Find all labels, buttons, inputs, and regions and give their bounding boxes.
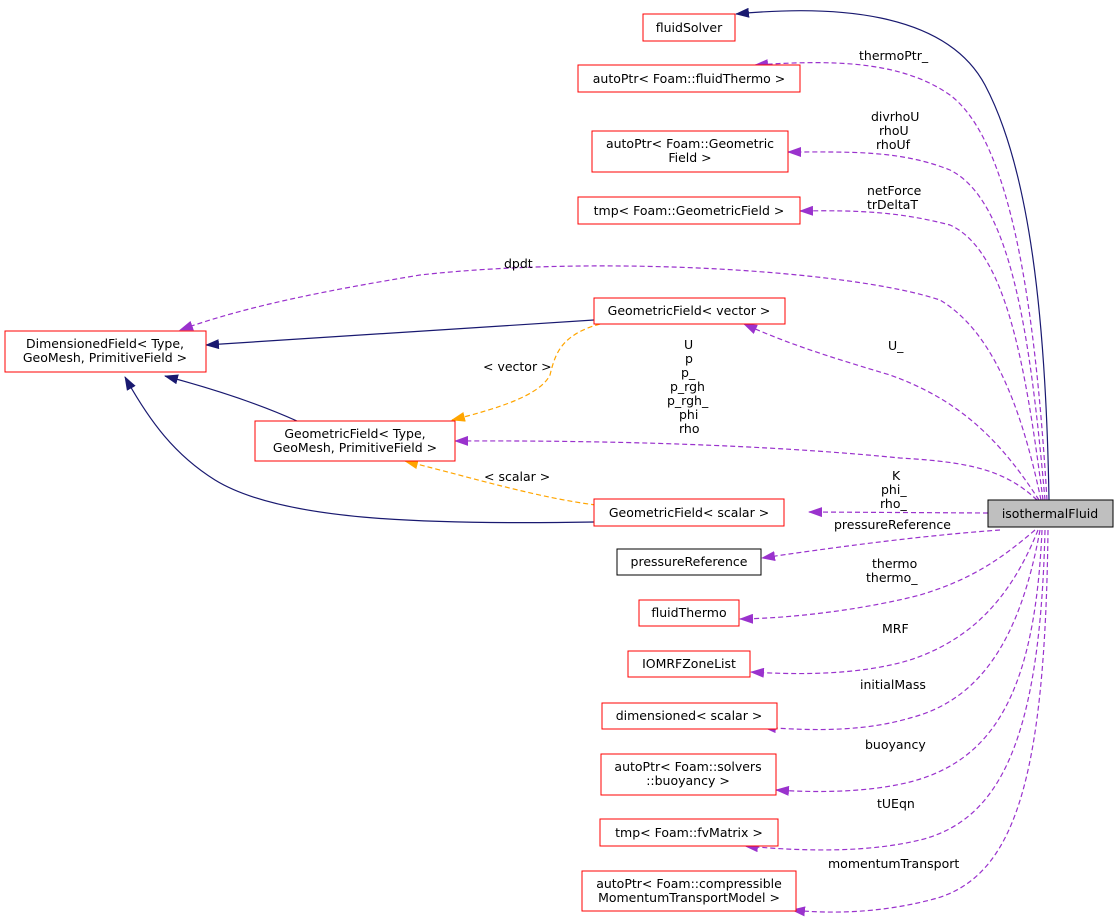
node-autoPtr-buoyancy[interactable]: autoPtr< Foam::solvers ::buoyancy > — [600, 753, 777, 796]
label-thermo_: thermo_ — [866, 570, 918, 585]
edge-usage-initialMass — [762, 529, 1041, 734]
node-isothermalFluid[interactable]: isothermalFluid — [987, 499, 1114, 528]
edge-usage-scalar — [808, 507, 989, 518]
node-geometricField-scalar-label: GeometricField< scalar > — [609, 505, 769, 520]
label-p: p — [685, 351, 693, 366]
node-geometricField-vector[interactable]: GeometricField< vector > — [593, 297, 786, 325]
node-fluidThermo[interactable]: fluidThermo — [638, 599, 740, 627]
edge-inherit-vector-dimensioned — [205, 319, 595, 350]
label-phi_: phi_ — [881, 482, 907, 497]
edge-usage-thermoPtr — [754, 59, 1048, 501]
node-pressureReference-label: pressureReference — [631, 554, 748, 569]
node-fluidThermo-label: fluidThermo — [651, 605, 726, 620]
node-autoPtr-momentum-label-2: MomentumTransportModel > — [598, 890, 780, 905]
node-tmp-geometricField-label: tmp< Foam::GeometricField > — [594, 203, 785, 218]
edge-labels: thermoPtr_ divrhoU rhoU rhoUf netForce t… — [483, 48, 959, 871]
edge-usage-U_ — [743, 323, 1040, 501]
label-netForce: netForce — [867, 183, 922, 198]
node-autoPtr-geometric-label-2: Field > — [668, 150, 711, 165]
node-dimensionedScalar[interactable]: dimensioned< scalar > — [601, 702, 778, 730]
edge-usage-buoyancy — [775, 529, 1043, 796]
label-scalar-tmpl: < scalar > — [484, 469, 550, 484]
edge-usage-divrhoU — [787, 146, 1046, 501]
node-dimensionedScalar-label: dimensioned< scalar > — [616, 708, 763, 723]
node-isothermalFluid-label: isothermalFluid — [1002, 506, 1098, 521]
node-dimensionedField[interactable]: DimensionedField< Type, GeoMesh, Primiti… — [4, 330, 207, 373]
node-autoPtr-buoyancy-label-2: ::buoyancy > — [646, 773, 730, 788]
edge-usage-dpdt — [179, 265, 1042, 501]
node-tmp-fvMatrix[interactable]: tmp< Foam::fvMatrix > — [599, 818, 779, 847]
node-autoPtr-momentum[interactable]: autoPtr< Foam::compressible MomentumTran… — [581, 870, 797, 912]
nodes: fluidSolver autoPtr< Foam::fluidThermo >… — [4, 13, 1114, 912]
label-rhoUf: rhoUf — [876, 137, 911, 152]
label-vector-tmpl: < vector > — [483, 359, 552, 374]
node-geometricField-type-label-2: GeoMesh, PrimitiveField > — [273, 440, 437, 455]
label-rho: rho — [679, 421, 700, 436]
label-phi: phi — [679, 407, 698, 422]
label-momentumTransport: momentumTransport — [828, 856, 959, 871]
label-p_rgh: p_rgh — [670, 379, 705, 394]
node-autoPtr-geometric-label-1: autoPtr< Foam::Geometric — [606, 136, 774, 151]
node-autoPtr-buoyancy-label-1: autoPtr< Foam::solvers — [614, 759, 761, 774]
node-autoPtr-geometric[interactable]: autoPtr< Foam::Geometric Field > — [591, 130, 789, 173]
label-rhoU: rhoU — [879, 123, 909, 138]
edge-template-scalar — [404, 459, 597, 506]
label-U: U — [684, 337, 693, 352]
label-MRF: MRF — [882, 621, 909, 636]
label-divrhoU: divrhoU — [871, 109, 919, 124]
label-thermo: thermo — [872, 556, 917, 571]
label-U_: U_ — [888, 338, 904, 353]
node-iomrfZoneList[interactable]: IOMRFZoneList — [627, 650, 751, 678]
node-autoPtr-momentum-label-1: autoPtr< Foam::compressible — [596, 876, 782, 891]
node-dimensionedField-label-2: GeoMesh, PrimitiveField > — [23, 350, 187, 365]
node-geometricField-type-label-1: GeometricField< Type, — [284, 426, 425, 441]
node-geometricField-type[interactable]: GeometricField< Type, GeoMesh, Primitive… — [254, 420, 456, 462]
node-fluidSolver[interactable]: fluidSolver — [642, 13, 736, 42]
label-buoyancy: buoyancy — [865, 737, 926, 752]
node-geometricField-vector-label: GeometricField< vector > — [608, 303, 771, 318]
edge-usage-thermo — [739, 529, 1036, 624]
edge-inherit-fluidSolver — [735, 7, 1050, 501]
node-autoPtr-fluidThermo[interactable]: autoPtr< Foam::fluidThermo > — [577, 64, 801, 93]
label-pressureReference: pressureReference — [834, 517, 951, 532]
node-pressureReference[interactable]: pressureReference — [616, 548, 762, 576]
label-K: K — [892, 468, 901, 483]
edge-usage-pressureReference — [761, 529, 1001, 562]
edge-inherit-scalar-dimensioned — [124, 376, 595, 524]
node-autoPtr-fluidThermo-label: autoPtr< Foam::fluidThermo > — [593, 71, 785, 86]
label-p_: p_ — [681, 365, 696, 380]
node-iomrfZoneList-label: IOMRFZoneList — [642, 656, 736, 671]
edge-template-vector — [451, 323, 601, 422]
edge-usage-netForce — [799, 205, 1044, 501]
edge-usage-MRF — [750, 529, 1039, 678]
node-fluidSolver-label: fluidSolver — [656, 20, 723, 35]
label-dpdt: dpdt — [504, 256, 533, 271]
edge-usage-momentumTransport — [791, 529, 1049, 917]
node-tmp-geometricField[interactable]: tmp< Foam::GeometricField > — [577, 196, 801, 225]
label-rho_: rho_ — [880, 496, 907, 511]
label-initialMass: initialMass — [860, 677, 926, 692]
label-trDeltaT: trDeltaT — [867, 197, 918, 212]
edge-inherit-type-dimensioned — [164, 374, 298, 422]
label-tUEqn: tUEqn — [877, 796, 915, 811]
edges — [124, 7, 1050, 917]
node-tmp-fvMatrix-label: tmp< Foam::fvMatrix > — [615, 825, 763, 840]
node-geometricField-scalar[interactable]: GeometricField< scalar > — [593, 498, 785, 527]
label-thermoPtr: thermoPtr_ — [859, 48, 929, 63]
label-p_rgh_: p_rgh_ — [667, 393, 709, 408]
node-dimensionedField-label-1: DimensionedField< Type, — [26, 336, 184, 351]
